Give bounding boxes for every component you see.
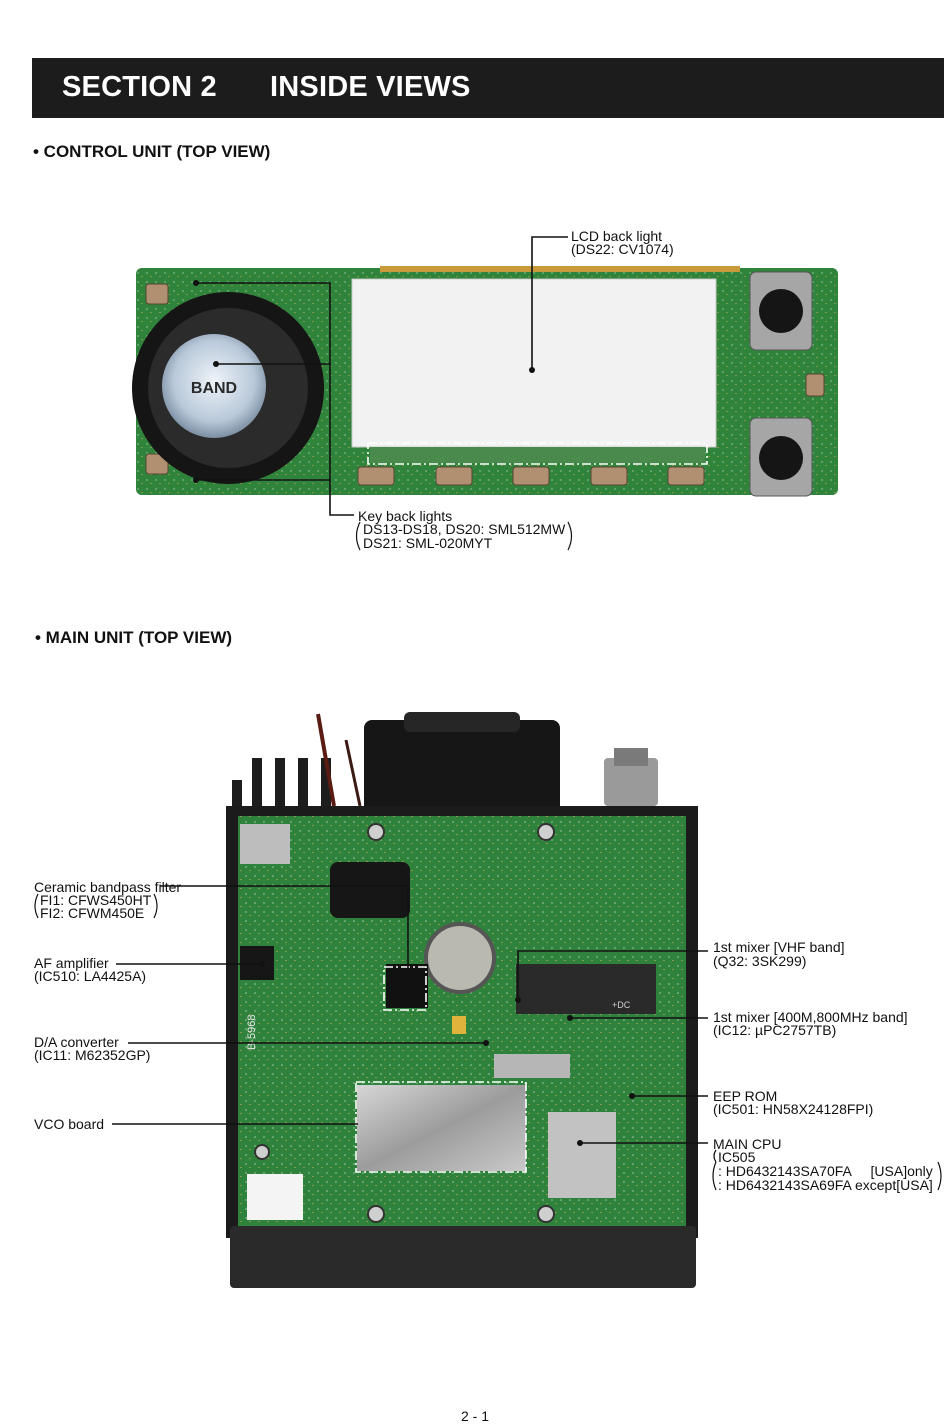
eep-rom-label: EEP ROM	[713, 1088, 778, 1104]
section-title: INSIDE VIEWS	[270, 71, 471, 103]
key-backlight-part-2: DS21: SML-020MYT	[363, 535, 493, 551]
page-number: 2 - 1	[460, 1408, 489, 1424]
vco-highlight	[355, 1081, 527, 1173]
dc-marking: +DC	[612, 1000, 631, 1010]
control-unit-heading: • CONTROL UNIT (TOP VIEW)	[33, 142, 271, 161]
control-unit-photo: BAND	[132, 266, 838, 497]
ceramic-filter-highlight	[383, 966, 427, 1011]
main-callout-lines	[112, 885, 708, 1144]
da-converter-part: (IC11: M62352GP)	[34, 1047, 151, 1063]
main-cpu-label: MAIN CPU	[713, 1136, 782, 1152]
eep-rom-part: (IC501: HN58X24128FPI)	[713, 1101, 874, 1117]
af-amplifier-part: (IC510: LA4425A)	[34, 968, 147, 984]
da-converter-label: D/A converter	[34, 1034, 119, 1050]
mixer-vhf-label: 1st mixer [VHF band]	[713, 939, 845, 955]
ceramic-filter-part-2: FI2: CFWM450E	[40, 905, 145, 921]
mixer-uhf-part: (IC12: µPC2757TB)	[713, 1022, 837, 1038]
key-backlight-highlight	[367, 442, 708, 465]
af-amplifier-label: AF amplifier	[34, 955, 109, 971]
mixer-uhf-label: 1st mixer [400M,800MHz band]	[713, 1009, 908, 1025]
main-cpu-ic: IC505	[718, 1149, 756, 1165]
control-callout-lines	[196, 236, 568, 516]
lcd-backlight-part: (DS22: CV1074)	[571, 241, 674, 257]
lcd-backlight-label: LCD back light	[571, 228, 663, 244]
section-number: SECTION 2	[62, 71, 217, 103]
ceramic-filter-part-1: FI1: CFWS450HT	[40, 892, 152, 908]
ceramic-filter-label: Ceramic bandpass filter	[34, 879, 182, 895]
board-marking: B-5968	[246, 1015, 258, 1050]
band-knob-label: BAND	[191, 380, 237, 397]
main-unit-heading: • MAIN UNIT (TOP VIEW)	[35, 628, 233, 647]
main-cpu-part-1: : HD6432143SA70FA [USA]only	[718, 1163, 933, 1179]
key-backlight-label: Key back lights	[358, 508, 453, 524]
section-header: SECTION 2 INSIDE VIEWS	[32, 58, 944, 118]
key-backlight-part-1: DS13-DS18, DS20: SML512MW	[363, 521, 566, 537]
main-cpu-part-2: : HD6432143SA69FA except[USA]	[718, 1177, 933, 1193]
main-unit-photo: B-5968 +DC	[226, 712, 698, 1288]
mixer-vhf-part: (Q32: 3SK299)	[713, 953, 807, 969]
vco-board-label: VCO board	[34, 1116, 105, 1132]
